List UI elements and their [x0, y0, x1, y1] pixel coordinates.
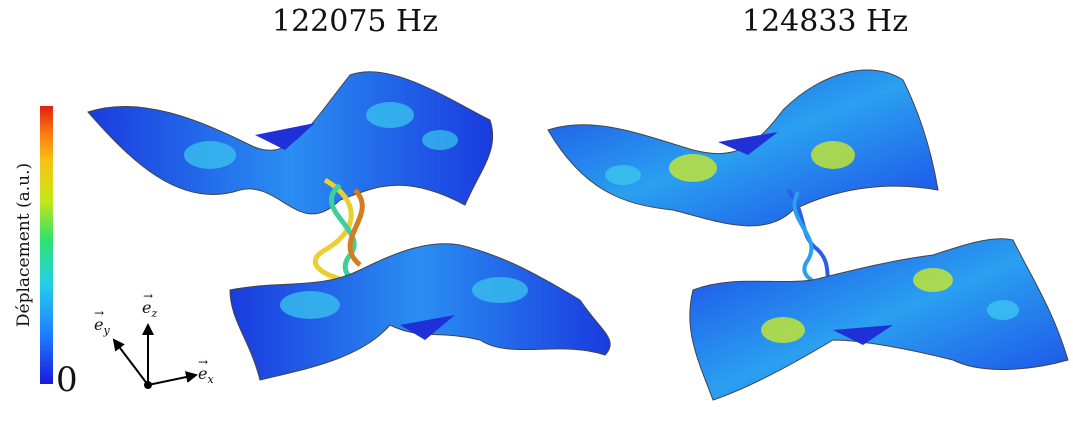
- upper-tab-right: [718, 132, 778, 155]
- axes-triad: ez ey ex → → →: [94, 289, 214, 389]
- lower-tab-left: [400, 315, 455, 340]
- deformed-structure-right: [547, 69, 1069, 401]
- axis-y-vector-mark: →: [94, 306, 104, 320]
- lower-tab-right: [833, 325, 893, 345]
- colorbar-min-label: 0: [56, 360, 78, 400]
- upper-tab-left: [255, 123, 315, 150]
- lower-plate-right: [689, 238, 1069, 401]
- colorbar-label: Déplacement (a.u.): [14, 162, 34, 328]
- axis-x-vector-mark: →: [198, 355, 208, 369]
- axis-z-label: ez: [142, 298, 157, 320]
- axis-z-vector-mark: →: [143, 289, 153, 303]
- upper-plate-right: [547, 69, 939, 227]
- axis-x-label: ex: [198, 364, 214, 386]
- mode-title-right: 124833 Hz: [742, 4, 909, 39]
- colorbar: [40, 106, 53, 384]
- lower-plate-left: [229, 243, 611, 381]
- axis-y-label: ey: [94, 315, 110, 337]
- deformed-structure-left: [87, 71, 611, 381]
- mode-title-left: 122075 Hz: [272, 4, 439, 39]
